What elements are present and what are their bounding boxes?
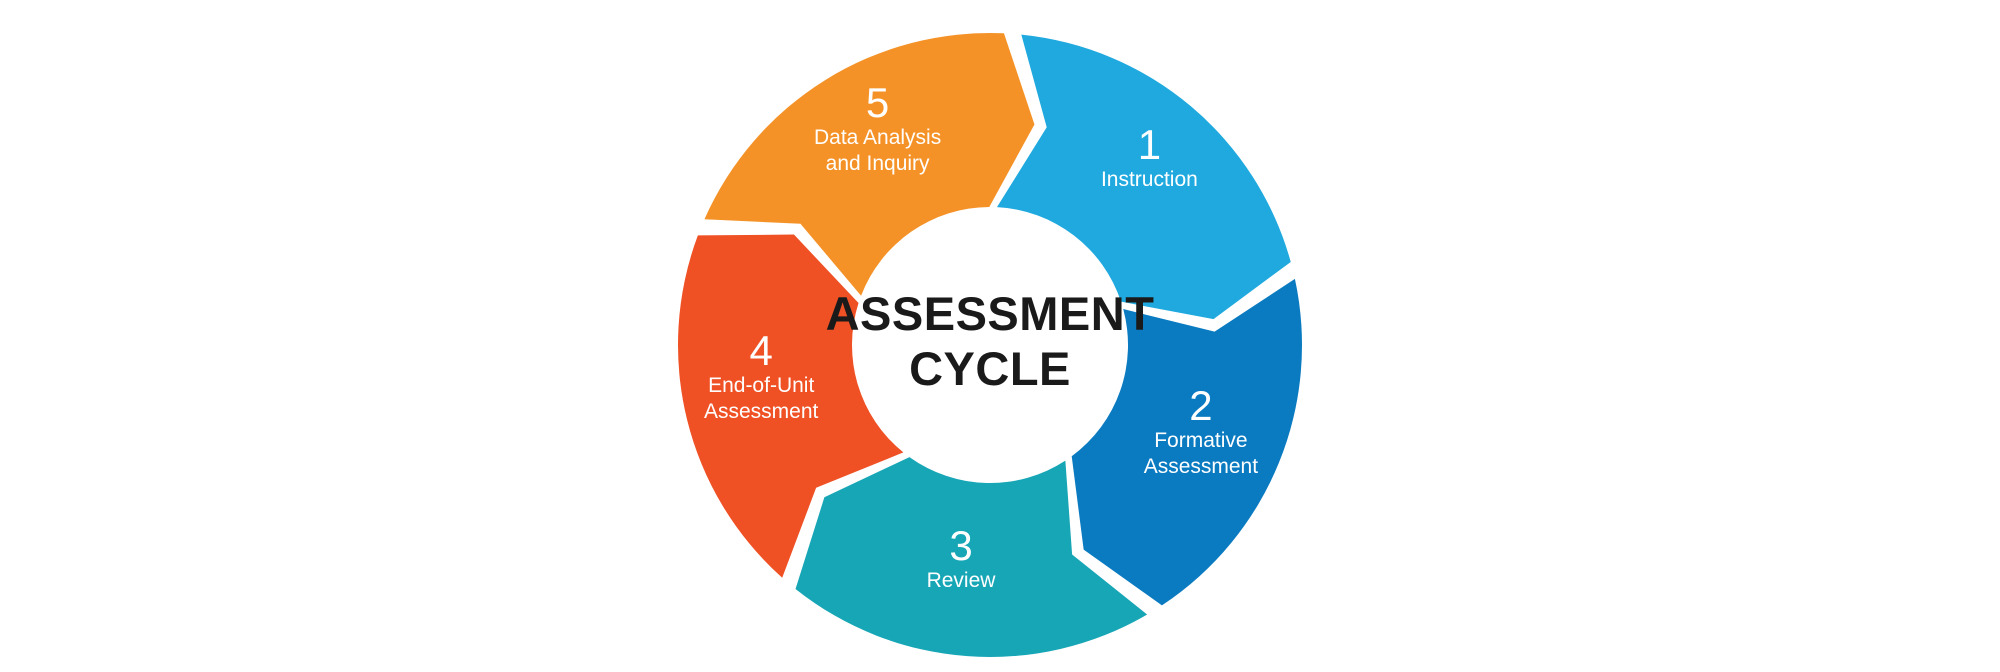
segment-4-label-line-2: Assessment (704, 400, 819, 423)
segment-2-label-line-1: Formative (1154, 429, 1247, 452)
segment-1-shape[interactable] (996, 34, 1291, 320)
segment-2-shape[interactable] (1071, 278, 1303, 606)
center-title-line-1: ASSESSMENT (826, 287, 1155, 340)
segment-3-number: 3 (949, 522, 972, 569)
segment-1-number: 1 (1138, 121, 1161, 168)
segment-5-shape[interactable] (704, 32, 1035, 296)
segment-2-label-line-2: Assessment (1144, 455, 1259, 478)
segment-5-label-line-1: Data Analysis (814, 126, 941, 149)
segment-4-shape[interactable] (677, 234, 904, 578)
segment-2-number: 2 (1189, 382, 1212, 429)
segment-5-label-line-2: and Inquiry (826, 152, 930, 175)
segment-label-group: 1Instruction2FormativeAssessment3Review4… (704, 79, 1258, 592)
segment-4-number: 4 (750, 327, 773, 374)
segment-3-shape[interactable] (795, 457, 1148, 657)
center-title-line-2: CYCLE (909, 342, 1071, 395)
segment-1-label-line-1: Instruction (1101, 168, 1198, 191)
segment-5-number: 5 (866, 79, 889, 126)
segment-4-label-line-1: End-of-Unit (708, 374, 814, 397)
center-circle (864, 219, 1116, 471)
segment-3-label-line-1: Review (927, 569, 997, 592)
